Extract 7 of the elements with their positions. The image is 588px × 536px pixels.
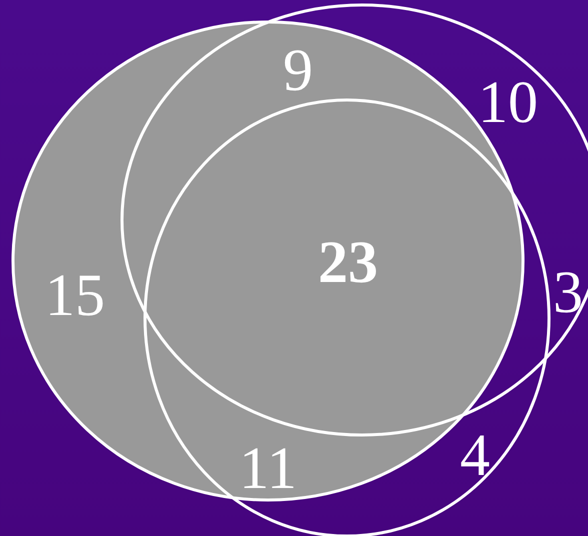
region-count: 15 xyxy=(45,265,105,325)
region-count: 9 xyxy=(283,40,313,100)
region-count: 23 xyxy=(318,232,378,292)
region-count: 10 xyxy=(478,72,538,132)
region-count: 4 xyxy=(460,425,490,485)
region-count: 11 xyxy=(239,438,297,498)
region-count: 3 xyxy=(553,262,583,322)
